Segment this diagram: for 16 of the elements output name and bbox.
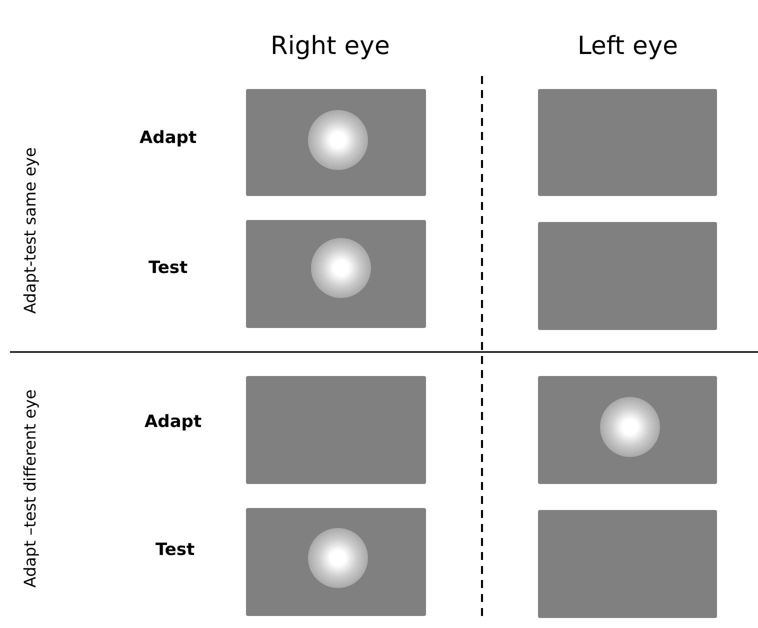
column-heading: Right eye [270, 30, 390, 60]
row-label: Adapt [140, 128, 197, 148]
stimulus-panel [246, 508, 426, 616]
stimulus-panel [246, 89, 426, 196]
stimulus-panel [538, 510, 717, 618]
stimulus-panel [246, 376, 426, 484]
row-group-label: Adapt –test different eye [20, 388, 40, 588]
row-group-label: Adapt-test same eye [20, 146, 40, 314]
row-label: Test [156, 540, 195, 560]
column-heading: Left eye [578, 30, 678, 60]
row-label: Test [148, 258, 188, 278]
stimulus-panel [538, 89, 717, 196]
row-label: Adapt [144, 412, 202, 432]
stimulus-panel [538, 222, 717, 330]
stimulus-panel [246, 220, 426, 328]
stimulus-panel [538, 376, 717, 484]
